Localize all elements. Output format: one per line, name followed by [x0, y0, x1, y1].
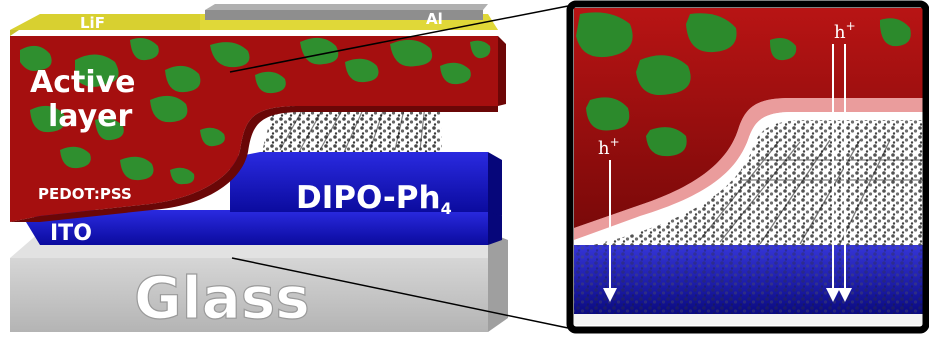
dipo-label-main: DIPO-Ph — [296, 180, 441, 216]
device-stack: Glass ITO DIPO-Ph4 — [10, 4, 508, 333]
hole-label-left-plus: + — [610, 135, 620, 149]
lif-label: LiF — [80, 14, 105, 32]
zoom-frame — [566, 0, 929, 334]
glass-label: Glass — [134, 264, 310, 332]
top-electrodes: LiF Al — [10, 4, 498, 32]
green-domains — [20, 37, 491, 185]
hole-arrow-left: h+ — [598, 135, 620, 302]
zoom-molecule-strands — [699, 139, 926, 245]
ito-layer: ITO — [26, 210, 502, 246]
active-layer-label-line1: Active — [30, 65, 136, 100]
hole-label-left: h+ — [598, 135, 620, 159]
ito-label: ITO — [50, 221, 92, 246]
hole-label-right-plus: + — [846, 19, 856, 33]
glass-substrate: Glass — [10, 232, 508, 333]
active-layer-label-line2: layer — [48, 99, 133, 134]
dipo-label: DIPO-Ph4 — [296, 180, 452, 218]
hole-label-right: h+ — [834, 19, 856, 43]
dipo-layer: DIPO-Ph4 — [230, 102, 502, 218]
hole-label-left-h: h — [598, 138, 610, 159]
al-label: Al — [426, 10, 443, 28]
zoom-inset: h+ h+ — [566, 0, 929, 334]
pedot-label: PEDOT:PSS — [38, 185, 132, 203]
zoom-connector-top — [229, 5, 569, 73]
zoom-connector-bottom — [231, 257, 569, 329]
dipo-label-subscript: 4 — [441, 199, 452, 218]
hole-label-right-h: h — [834, 22, 846, 43]
hole-arrow-right: h+ — [826, 19, 856, 302]
zoom-green-domains — [576, 12, 911, 157]
